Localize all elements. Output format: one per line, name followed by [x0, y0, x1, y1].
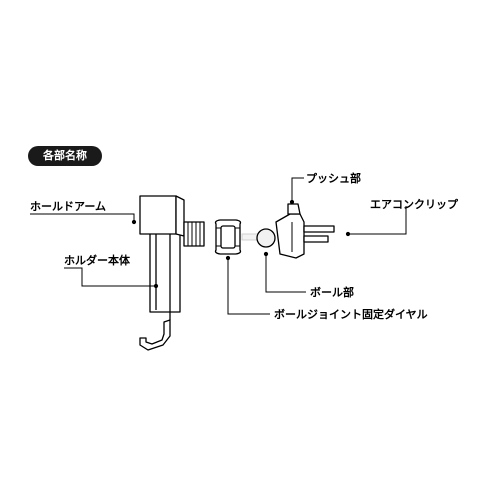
label-aircon-clip: エアコンクリップ: [370, 198, 458, 211]
section-title-badge: 各部名称: [28, 146, 102, 166]
holder-body-shape: [149, 231, 181, 313]
leader-aircon-clip: [348, 206, 407, 235]
clip-prong-upper: [303, 225, 335, 233]
leader-ball: [265, 254, 306, 293]
aircon-clip-drawing: [256, 203, 335, 259]
push-tab: [287, 203, 301, 215]
holder-thread-stem: [183, 221, 205, 247]
dial-inner: [220, 225, 236, 249]
holder-arm-side: [175, 195, 185, 237]
leader-holder-arm: [30, 213, 135, 222]
leader-dial: [227, 258, 270, 315]
holder-hook: [139, 319, 171, 351]
clip-body: [275, 213, 305, 259]
leader-push: [291, 177, 304, 202]
holder-thread-lines: [187, 222, 201, 246]
holder-arm-block: [139, 195, 177, 235]
label-holder-arm: ホールドアーム: [30, 200, 107, 213]
label-push-part: プッシュ部: [306, 172, 361, 185]
leader-holder-body: [64, 267, 156, 287]
leader-lines: [30, 177, 407, 315]
label-ball-joint-dial: ボールジョイント固定ダイヤル: [274, 308, 428, 321]
label-ball-part: ボール部: [310, 286, 354, 299]
holder-drawing: [139, 195, 205, 351]
ball-joint-dial-drawing: [214, 219, 242, 255]
clip-prong-lower: [303, 235, 329, 243]
label-holder-body: ホルダー本体: [64, 254, 130, 267]
ball: [256, 228, 276, 248]
